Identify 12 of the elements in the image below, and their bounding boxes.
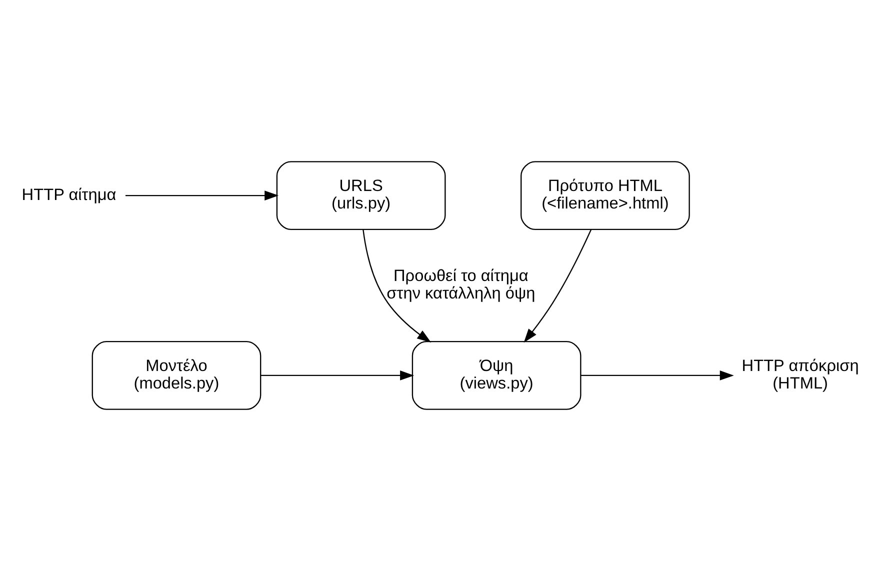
arrow — [580, 370, 734, 380]
arrow — [362, 229, 432, 343]
edge-label: Προωθεί το αίτημα στην κατάλληλη όψη — [386, 267, 536, 303]
arrow — [126, 190, 279, 200]
arrow — [524, 230, 592, 343]
arrow — [260, 370, 414, 380]
node-box: Όψη (views.py) — [412, 341, 582, 410]
node-box: URLS (urls.py) — [276, 161, 446, 230]
node-text: HTTP απόκριση (HTML) — [742, 357, 859, 393]
node-text: HTTP αίτημα — [22, 186, 116, 204]
node-box: Πρότυπο HTML (<filename>.html) — [520, 161, 690, 230]
node-box: Μοντέλο (models.py) — [92, 341, 262, 410]
